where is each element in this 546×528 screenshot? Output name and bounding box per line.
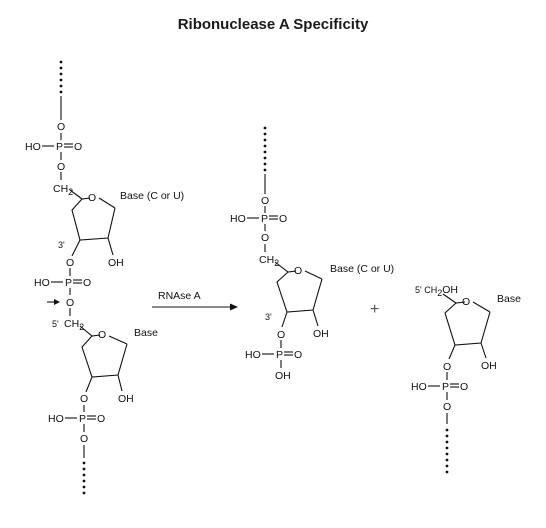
hydroxyl-label: OH xyxy=(313,328,329,340)
phosphate-group: HO P O xyxy=(230,213,287,225)
ring-oxygen: O xyxy=(462,296,470,308)
chain-dots-bottom-product xyxy=(445,428,449,474)
atom-p: P xyxy=(79,413,86,425)
enzyme-label: RNAse A xyxy=(158,290,201,302)
atom-o: O xyxy=(294,349,302,361)
atom-o: O xyxy=(66,257,74,269)
ho-label: HO xyxy=(34,277,50,289)
diagram-title: Ribonuclease A Specificity xyxy=(177,16,369,33)
plus-sign: + xyxy=(370,301,379,318)
ribose-ring: O Base (C or U) OH 3' xyxy=(265,261,394,340)
ho-label: HO xyxy=(411,381,427,393)
ch2-label: CH2 xyxy=(53,183,73,197)
chain-dots-bottom-left xyxy=(82,461,86,495)
atom-p: P xyxy=(276,349,283,361)
atom-o: O xyxy=(261,232,269,244)
ho-label: HO xyxy=(25,141,41,153)
ho-label: HO xyxy=(230,213,246,225)
ribose-ring: O Base OH xyxy=(79,325,158,405)
ch2-label: CH2 xyxy=(259,254,279,268)
ho-label: HO xyxy=(48,413,64,425)
atom-o: O xyxy=(261,195,269,207)
hydroxyl-label: OH xyxy=(481,360,497,372)
atom-o: O xyxy=(443,401,451,413)
atom-o: O xyxy=(279,213,287,225)
atom-p: P xyxy=(442,381,449,393)
base-label: Base (C or U) xyxy=(120,190,184,202)
atom-o: O xyxy=(460,381,468,393)
atom-o: O xyxy=(74,141,82,153)
ring-oxygen: O xyxy=(294,265,302,277)
atom-o: O xyxy=(57,161,65,173)
atom-o: O xyxy=(443,361,451,373)
chain-dots-top-left xyxy=(59,60,63,94)
hydroxyl-label: OH xyxy=(118,393,134,405)
ch2-label: CH2 xyxy=(64,318,84,332)
phosphate-group: HO P O xyxy=(25,141,82,153)
five-prime-label: 5' xyxy=(52,319,59,329)
atom-o: O xyxy=(57,121,65,133)
atom-o: O xyxy=(66,297,74,309)
phosphate-group: HO P O xyxy=(411,381,468,393)
base-label: Base xyxy=(497,293,521,305)
atom-o: O xyxy=(97,413,105,425)
atom-p: P xyxy=(65,277,72,289)
atom-o: O xyxy=(83,277,91,289)
cleavage-site-arrow xyxy=(47,299,60,305)
chain-dots-top-product xyxy=(263,126,267,172)
three-prime-label: 3' xyxy=(265,312,272,322)
reaction-arrow: RNAse A xyxy=(152,290,238,311)
five-prime-label: 5' CH2OH xyxy=(415,284,458,298)
ring-oxygen: O xyxy=(98,329,106,341)
ribose-ring: O Base OH xyxy=(442,293,521,372)
scissile-phosphate: HO P O xyxy=(34,277,91,289)
base-label: Base (C or U) xyxy=(330,263,394,275)
ho-label: HO xyxy=(245,349,261,361)
hydroxyl-label: OH xyxy=(108,257,124,269)
ribose-ring: O Base (C or U) OH 3' xyxy=(58,189,184,269)
product-5-prime-hydroxyl: 5' CH2OH O Base OH O HO P O xyxy=(411,284,521,474)
ring-oxygen: O xyxy=(88,192,96,204)
atom-o: O xyxy=(80,393,88,405)
phosphate-group: HO P O xyxy=(245,349,302,361)
atom-o: O xyxy=(80,433,88,445)
product-3-prime-phosphate: O HO P O O CH2 O Base (C or U) OH xyxy=(230,126,394,382)
phosphate-group: HO P O xyxy=(48,413,105,425)
substrate-dinucleotide: O HO P O O CH2 O Base (C or U) xyxy=(25,60,184,495)
atom-p: P xyxy=(261,213,268,225)
hydroxyl-label: OH xyxy=(275,370,291,382)
atom-p: P xyxy=(56,141,63,153)
three-prime-label: 3' xyxy=(58,240,65,250)
base-label: Base xyxy=(134,327,158,339)
atom-o: O xyxy=(277,329,285,341)
